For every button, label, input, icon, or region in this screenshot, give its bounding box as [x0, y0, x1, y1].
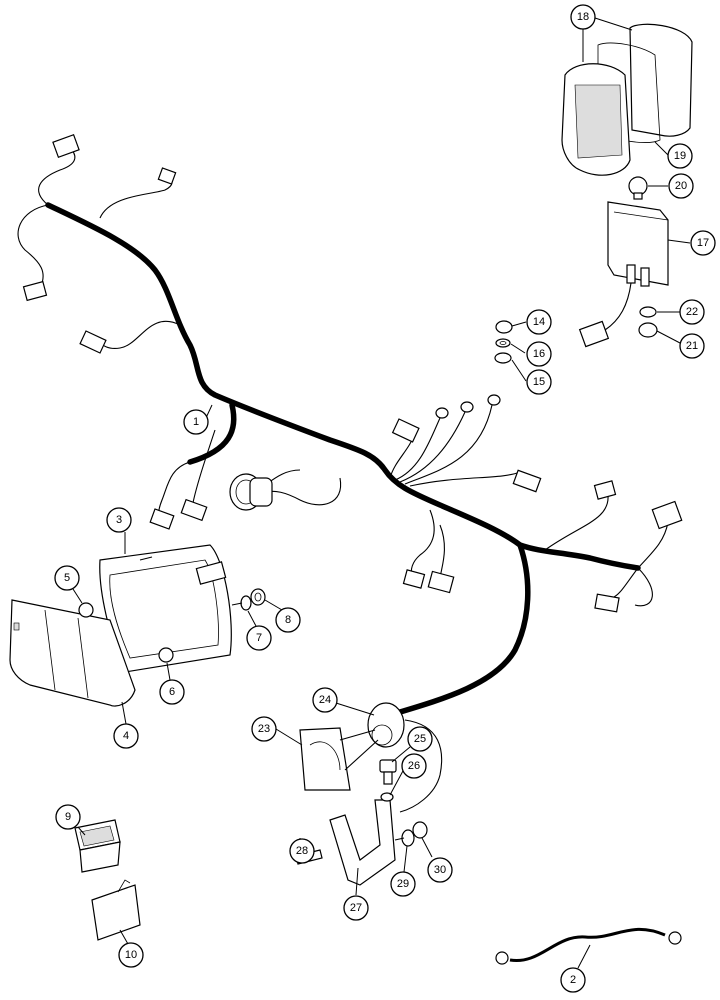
callout-6: 6 [159, 679, 185, 705]
callout-15: 15 [526, 369, 552, 395]
callout-label: 10 [125, 949, 137, 961]
callout-28: 28 [289, 838, 315, 864]
socket-grommet [367, 702, 405, 748]
hardware-14-15-16 [494, 320, 513, 364]
callout-label: 2 [570, 974, 576, 986]
callout-label: 23 [258, 723, 270, 735]
callout-9: 9 [55, 804, 81, 830]
power-socket [299, 727, 379, 791]
callout-label: 5 [64, 572, 70, 584]
callout-label: 30 [434, 864, 446, 876]
callout-16: 16 [526, 341, 552, 367]
callout-label: 16 [533, 348, 545, 360]
rocker-switch [74, 819, 121, 873]
callout-label: 19 [674, 150, 686, 162]
bracket-bolts [295, 759, 428, 865]
callout-8: 8 [275, 607, 301, 633]
callout-21: 21 [679, 333, 705, 359]
callout-7: 7 [246, 625, 272, 651]
callout-14: 14 [526, 309, 552, 335]
callout-29: 29 [390, 871, 416, 897]
work-lamp-bulb [628, 176, 648, 200]
callout-label: 7 [256, 632, 262, 644]
callout-label: 22 [686, 306, 698, 318]
callout-label: 26 [408, 760, 420, 772]
callout-10: 10 [118, 942, 144, 968]
ground-cable [495, 927, 682, 965]
work-lamp-nuts [638, 306, 658, 338]
callout-label: 9 [65, 811, 71, 823]
callout-label: 4 [123, 730, 129, 742]
harness-connectors [22, 133, 683, 613]
lamp-lens [9, 599, 136, 707]
callout-label: 21 [686, 340, 698, 352]
callout-4: 4 [113, 723, 139, 749]
callout-label: 1 [193, 416, 199, 428]
switch-bracket [91, 879, 141, 941]
callout-25: 25 [407, 726, 433, 752]
callout-1: 1 [183, 409, 209, 435]
callout-label: 24 [319, 694, 331, 706]
callout-label: 27 [350, 902, 362, 914]
callout-label: 25 [414, 733, 426, 745]
callout-26: 26 [401, 753, 427, 779]
callout-27: 27 [343, 895, 369, 921]
callout-24: 24 [312, 687, 338, 713]
callout-label: 6 [169, 686, 175, 698]
callout-label: 3 [116, 514, 122, 526]
callout-label: 17 [697, 237, 709, 249]
callout-30: 30 [427, 857, 453, 883]
callout-label: 28 [296, 845, 308, 857]
callout-2: 2 [560, 967, 586, 993]
work-lamp-lens [561, 63, 631, 176]
callout-label: 20 [675, 180, 687, 192]
callout-label: 15 [533, 376, 545, 388]
callout-19: 19 [667, 143, 693, 169]
callout-22: 22 [679, 299, 705, 325]
callout-3: 3 [106, 507, 132, 533]
main-wiring-harness [17, 149, 669, 718]
work-lamp-body [578, 201, 669, 348]
socket-wire [399, 719, 443, 813]
callout-label: 29 [397, 878, 409, 890]
mounting-bracket [329, 799, 396, 886]
callout-23: 23 [251, 716, 277, 742]
callout-label: 18 [577, 11, 589, 23]
lamp-bulbs [78, 602, 174, 663]
callout-17: 17 [690, 230, 716, 256]
callout-5: 5 [54, 565, 80, 591]
callout-label: 8 [285, 614, 291, 626]
lamp-washers [231, 588, 266, 611]
lamp-housing [99, 544, 232, 673]
callout-label: 14 [533, 316, 545, 328]
work-lamp-rear-cover [629, 23, 693, 137]
callout-18: 18 [570, 4, 596, 30]
callout-20: 20 [668, 173, 694, 199]
